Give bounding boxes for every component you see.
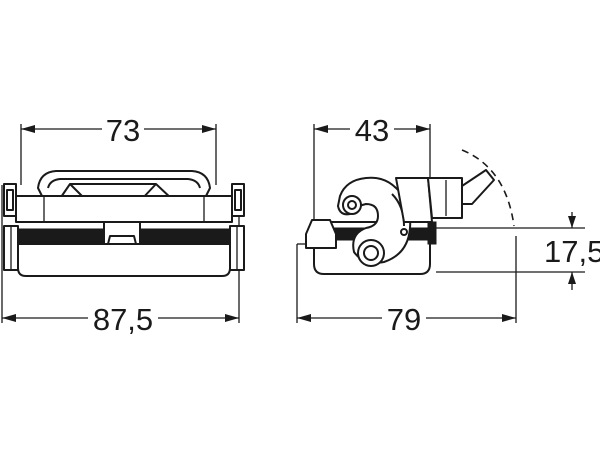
side-view: [296, 124, 585, 323]
dim-label-side-height: 17,5: [544, 234, 600, 269]
dimension-front-overall-width: 87,5: [2, 300, 239, 337]
dim-label-front-overall: 87,5: [93, 302, 153, 337]
dimension-side-overall-width: 79: [297, 300, 516, 337]
dimension-side-height: 17,5: [544, 212, 600, 290]
dim-label-side-top: 43: [355, 113, 389, 148]
dimension-side-top-width: 43: [314, 112, 430, 148]
dim-label-side-overall: 79: [387, 302, 421, 337]
dimension-front-top-width: 73: [21, 112, 216, 148]
dim-label-front-top: 73: [106, 113, 140, 148]
front-view: [1, 124, 245, 323]
